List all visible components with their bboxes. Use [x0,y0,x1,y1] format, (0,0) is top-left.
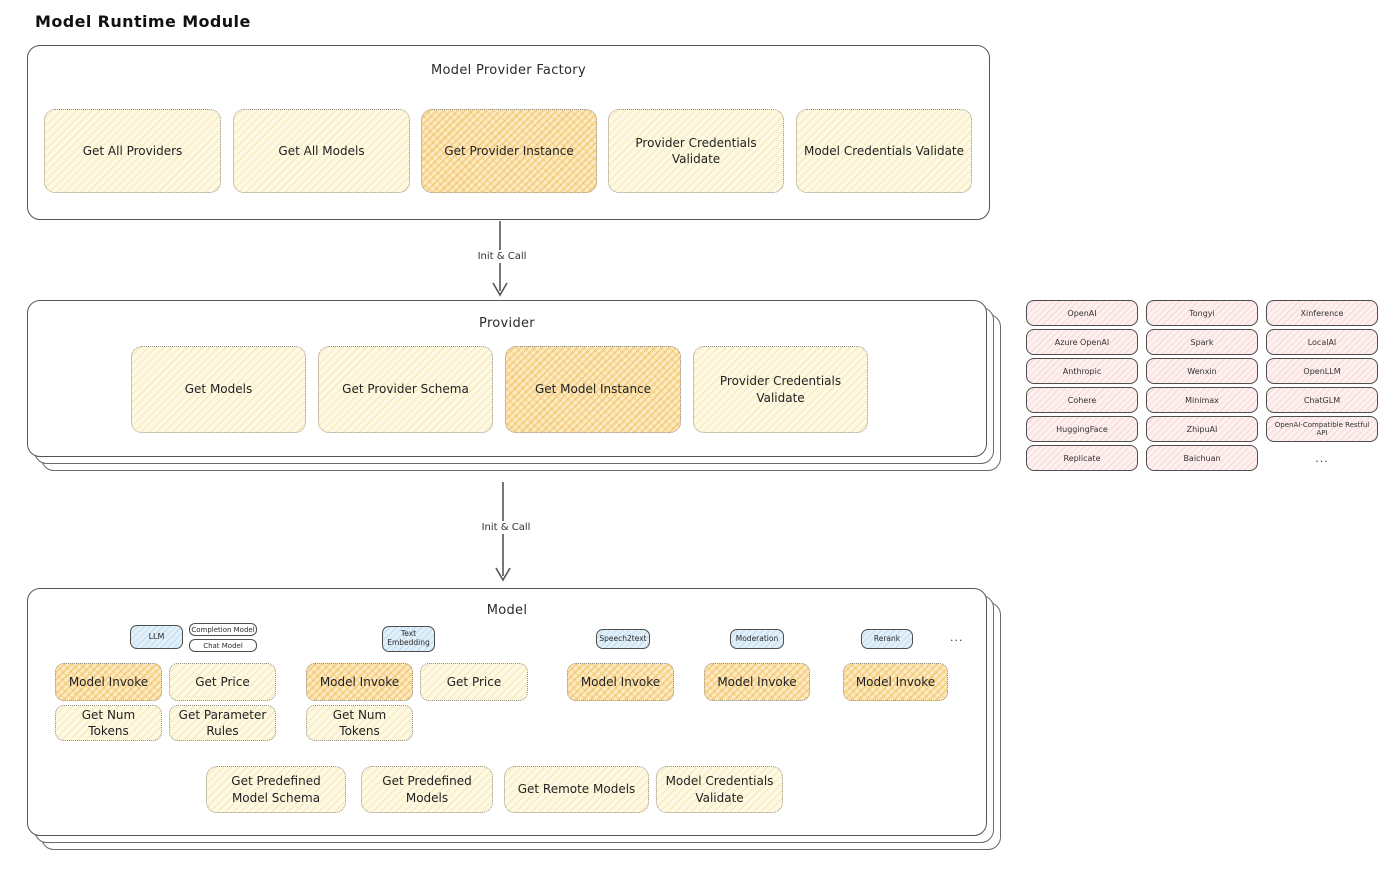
method-model-invoke-moderation: Model Invoke [704,663,810,701]
tag-llm: LLM [130,625,183,649]
method-model-credentials-validate: Model Credentials Validate [796,109,972,193]
provider-item: Anthropic [1026,358,1138,384]
provider-item: Baichuan [1146,445,1258,471]
method-get-predefined-model-schema: Get Predefined Model Schema [206,766,346,813]
arrow1-label: Init & Call [456,250,548,263]
provider-item: HuggingFace [1026,416,1138,442]
page-title: Model Runtime Module [35,12,251,31]
provider-item: OpenAI [1026,300,1138,326]
provider-item: Xinference [1266,300,1378,326]
arrow2-label: Init & Call [460,521,552,534]
provider-item: Replicate [1026,445,1138,471]
method-get-predefined-models: Get Predefined Models [361,766,493,813]
provider-item: Azure OpenAI [1026,329,1138,355]
method-get-num-tokens-llm: Get Num Tokens [55,705,162,741]
method-model-credentials-validate-2: Model Credentials Validate [656,766,783,813]
providers-more-ellipsis: ... [1315,451,1329,465]
tags-more-ellipsis: ... [950,631,964,644]
method-get-models: Get Models [131,346,306,433]
tag-speech2text: Speech2text [596,629,650,649]
provider-item: OpenAI-Compatible Restful API [1266,416,1378,442]
provider-item: LocalAI [1266,329,1378,355]
method-get-provider-instance: Get Provider Instance [421,109,597,193]
model-container: Model LLM Completion Model Chat Model Te… [27,588,987,836]
provider-item: OpenLLM [1266,358,1378,384]
provider-item: Minimax [1146,387,1258,413]
provider-container: Provider Get Models Get Provider Schema … [27,300,987,457]
method-provider-credentials-validate: Provider Credentials Validate [608,109,784,193]
method-model-invoke-speech2text: Model Invoke [567,663,674,701]
method-get-all-models: Get All Models [233,109,410,193]
provider-item: Cohere [1026,387,1138,413]
provider-item: Spark [1146,329,1258,355]
method-get-num-tokens-embedding: Get Num Tokens [306,705,413,741]
factory-container: Model Provider Factory Get All Providers… [27,45,990,220]
tag-completion-model: Completion Model [189,623,257,636]
method-provider-credentials-validate-2: Provider Credentials Validate [693,346,868,433]
tag-rerank: Rerank [861,629,913,649]
provider-item: Tongyi [1146,300,1258,326]
provider-item: ZhipuAI [1146,416,1258,442]
model-title: Model [486,603,528,618]
method-model-invoke-llm: Model Invoke [55,663,162,701]
provider-item: ChatGLM [1266,387,1378,413]
method-get-price-embedding: Get Price [420,663,528,701]
method-get-provider-schema: Get Provider Schema [318,346,493,433]
method-get-remote-models: Get Remote Models [504,766,649,813]
method-model-invoke-rerank: Model Invoke [843,663,948,701]
method-get-model-instance: Get Model Instance [505,346,681,433]
method-get-parameter-rules: Get Parameter Rules [169,705,276,741]
tag-moderation: Moderation [730,629,784,649]
provider-title: Provider [479,316,535,331]
method-get-price-llm: Get Price [169,663,276,701]
provider-item: Wenxin [1146,358,1258,384]
providers-panel: OpenAI Tongyi Xinference Azure OpenAI Sp… [1026,300,1378,471]
tag-text-embedding: Text Embedding [382,626,435,652]
method-get-all-providers: Get All Providers [44,109,221,193]
factory-title: Model Provider Factory [431,63,586,78]
tag-chat-model: Chat Model [189,639,257,652]
method-model-invoke-embedding: Model Invoke [306,663,413,701]
